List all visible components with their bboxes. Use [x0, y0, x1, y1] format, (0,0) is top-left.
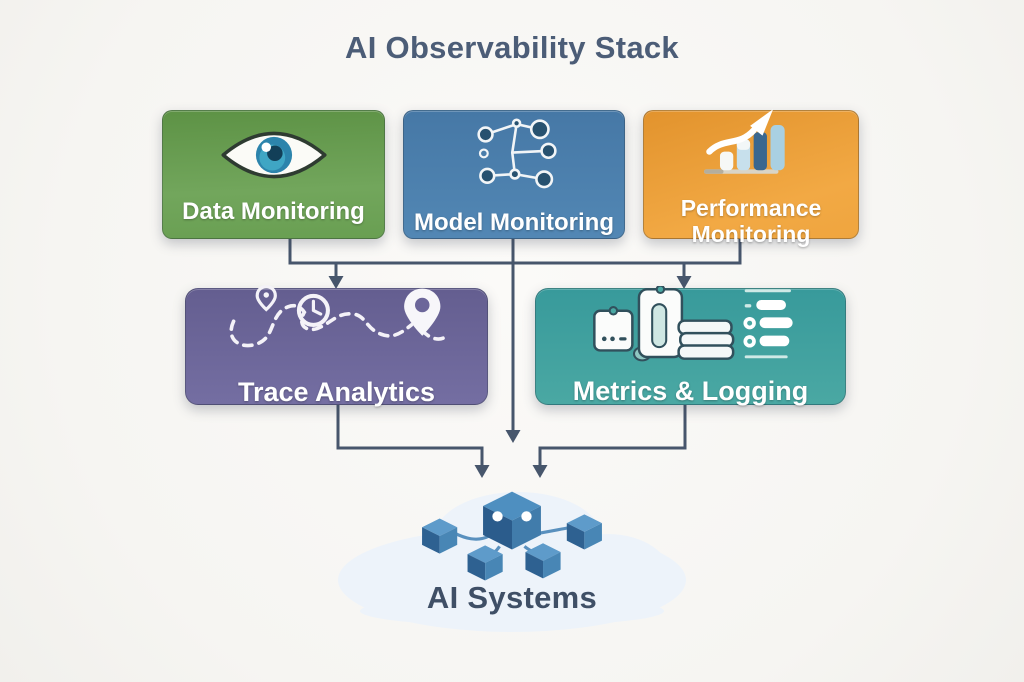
bar-chart-arrow-icon: [692, 102, 810, 185]
eye-icon: [216, 124, 332, 191]
node-label: Trace Analytics: [237, 377, 436, 408]
node-performance-monitoring: Performance Monitoring: [643, 108, 859, 246]
node-model-monitoring: Model Monitoring: [403, 110, 625, 239]
node-label: Model Monitoring: [414, 209, 614, 237]
arrowhead-center-to-ai: [505, 430, 521, 443]
node-label: Performance Monitoring: [680, 194, 822, 247]
cloud-shadow: [360, 596, 664, 626]
trace-route-icon: [219, 285, 455, 368]
node-trace-analytics: Trace Analytics: [185, 285, 488, 408]
logs-metrics-icon: [578, 284, 804, 367]
ai-systems-label: AI Systems: [426, 580, 598, 615]
node-data-monitoring: Data Monitoring: [162, 110, 385, 239]
diagram-title: AI Observability Stack: [345, 30, 679, 65]
node-label: Data Monitoring: [182, 197, 365, 225]
ai-systems-cloud: AI Systems: [338, 470, 686, 638]
node-metrics-logging: Metrics & Logging: [535, 284, 846, 407]
node-label: Metrics & Logging: [572, 376, 809, 407]
cube-network-icon: [406, 474, 618, 596]
network-graph-icon: [458, 112, 570, 199]
